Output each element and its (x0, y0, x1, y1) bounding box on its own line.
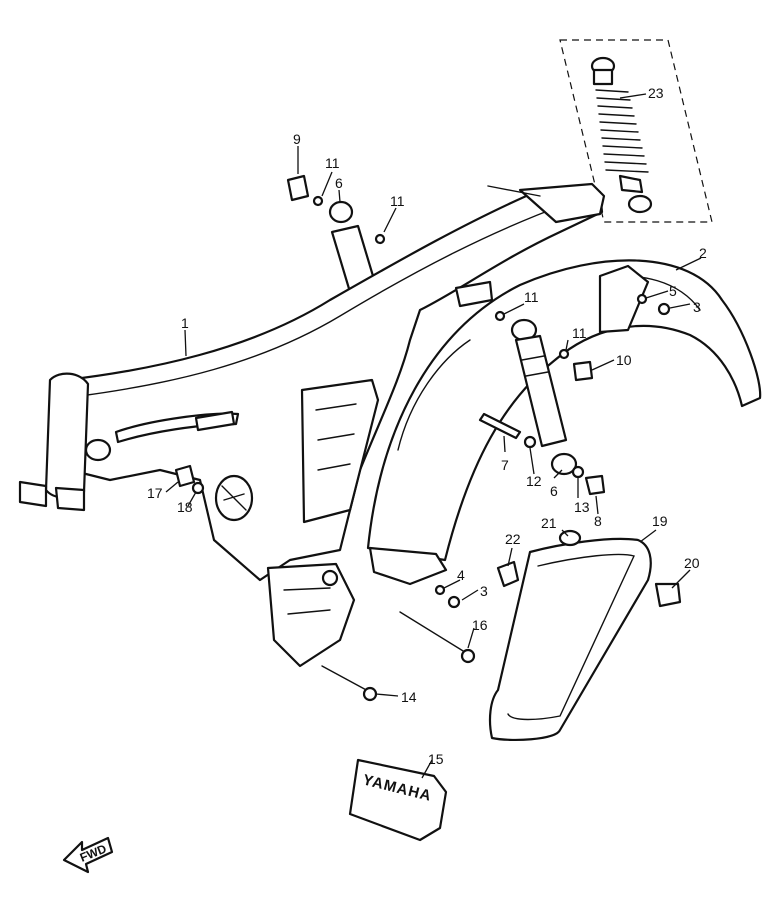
callout-11-c: 11 (524, 289, 539, 305)
main-frame (18, 182, 606, 668)
callout-11-d: 11 (572, 325, 587, 341)
callout-12: 12 (526, 473, 542, 489)
spring-shock-absorber (590, 56, 653, 214)
callout-11-b: 11 (390, 193, 405, 209)
callout-1: 1 (181, 315, 189, 331)
leader-lines (165, 93, 702, 779)
callout-11-a: 11 (325, 155, 340, 171)
side-cover (488, 537, 652, 742)
callout-3-upper: 3 (693, 299, 701, 315)
callout-15: 15 (428, 751, 444, 767)
callout-9: 9 (293, 131, 301, 147)
callout-3-lower: 3 (480, 583, 488, 599)
callout-labels: 1 2 3 3 4 5 6 6 7 8 9 10 11 11 11 11 12 … (147, 85, 707, 767)
callout-8: 8 (594, 513, 602, 529)
callout-13: 13 (574, 499, 590, 515)
forward-direction-arrow: FWD (62, 836, 114, 874)
callout-5: 5 (669, 283, 677, 299)
callout-20: 20 (684, 555, 700, 571)
inset-box-part-23 (559, 39, 713, 223)
callout-19: 19 (652, 513, 668, 529)
callout-6-lower: 6 (550, 483, 558, 499)
right-shock-absorber (510, 318, 578, 476)
callout-17: 17 (147, 485, 163, 501)
callout-2: 2 (699, 245, 707, 261)
callout-21: 21 (541, 515, 557, 531)
hardware-parts (174, 174, 682, 702)
callout-22: 22 (505, 531, 521, 547)
callout-4: 4 (457, 567, 465, 583)
callout-16: 16 (472, 617, 488, 633)
yamaha-emblem: YAMAHA (348, 758, 448, 842)
callout-23: 23 (648, 85, 664, 101)
callout-10: 10 (616, 352, 632, 368)
callout-7: 7 (501, 457, 509, 473)
callout-18: 18 (177, 499, 193, 515)
callout-6-upper: 6 (335, 175, 343, 191)
callout-14: 14 (401, 689, 417, 705)
